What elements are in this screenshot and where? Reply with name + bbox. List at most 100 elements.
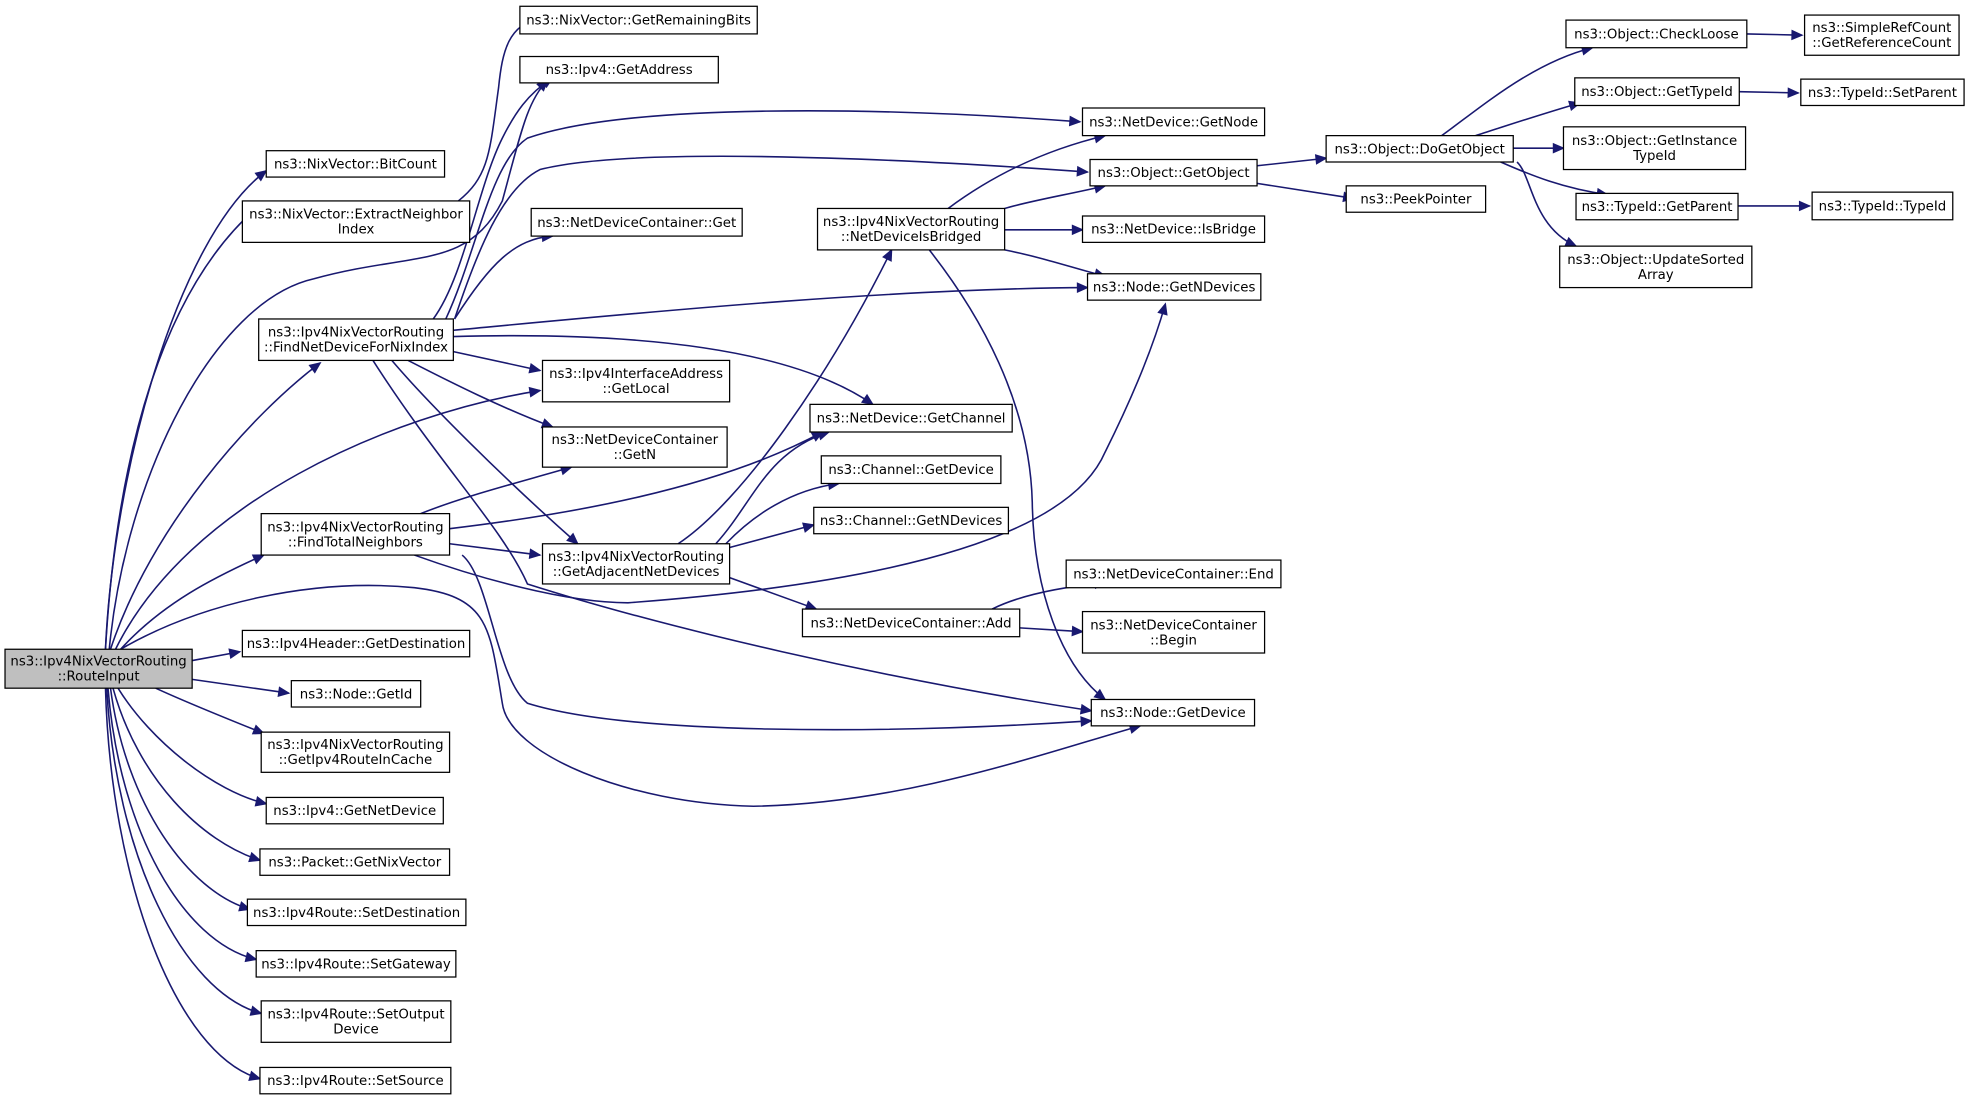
edge-root-to-ifaceGetLocal — [114, 386, 542, 650]
node-getAdjacent[interactable]: ns3::Ipv4NixVectorRouting::GetAdjacentNe… — [541, 543, 731, 585]
edge-findNetDevice-to-nodeGetNDevices — [453, 282, 1090, 332]
edge-typeIdGetParent-to-typeIdTypeId — [1738, 200, 1812, 212]
node-label-line: ns3::Object::GetInstance — [1572, 134, 1737, 149]
node-ndGetNode[interactable]: ns3::NetDevice::GetNode — [1081, 107, 1266, 137]
node-label-line: ns3::Object::CheckLoose — [1574, 27, 1739, 42]
node-label-line: ns3::Ipv4NixVectorRouting — [267, 520, 443, 535]
node-label-line: ns3::Node::GetId — [300, 687, 413, 702]
node-label-line: ns3::NixVector::GetRemainingBits — [526, 14, 751, 29]
node-label-line: Index — [338, 223, 375, 238]
node-routeSetSource[interactable]: ns3::Ipv4Route::SetSource — [259, 1066, 452, 1095]
node-objGetObject[interactable]: ns3::Object::GetObject — [1089, 158, 1258, 187]
node-ndcEnd[interactable]: ns3::NetDeviceContainer::End — [1065, 559, 1282, 589]
node-label-line: TypeId — [1632, 149, 1676, 164]
node-label-line: ns3::NetDeviceContainer::Add — [811, 616, 1012, 631]
node-objDoGetObject[interactable]: ns3::Object::DoGetObject — [1325, 135, 1514, 163]
node-pktGetNixVector[interactable]: ns3::Packet::GetNixVector — [259, 848, 451, 876]
node-findTotalNeighbors[interactable]: ns3::Ipv4NixVectorRouting::FindTotalNeig… — [260, 512, 451, 556]
edge-nixExtractNeighbor-to-nixGetRemainingBits — [457, 14, 542, 202]
node-typeIdSetParent[interactable]: ns3::TypeId::SetParent — [1800, 78, 1965, 107]
node-label-line: ns3::NetDeviceContainer — [552, 433, 719, 448]
edge-ndcAdd-to-ndcBegin — [1019, 625, 1085, 637]
node-label-line: ns3::Node::GetDevice — [1100, 706, 1246, 721]
edge-objDoGetObject-to-objGetInstanceTypeId — [1513, 142, 1566, 154]
edge-root-to-hdrGetDestination — [191, 648, 242, 662]
node-ndcBegin[interactable]: ns3::NetDeviceContainer::Begin — [1081, 610, 1266, 654]
node-peekPointer[interactable]: ns3::PeekPointer — [1345, 185, 1487, 213]
node-label-line: ::GetIpv4RouteInCache — [279, 753, 433, 768]
edge-findNetDevice-to-ipv4GetAddress — [432, 77, 554, 320]
edge-findNetDevice-to-objGetObject — [453, 155, 1090, 320]
edge-findNetDevice-to-nodeGetDevice — [372, 359, 1093, 715]
node-label-line: ns3::Object::DoGetObject — [1334, 142, 1504, 157]
node-ifaceGetLocal[interactable]: ns3::Ipv4InterfaceAddress::GetLocal — [541, 359, 731, 403]
node-label-line: Device — [333, 1023, 378, 1038]
node-ndGetChannel[interactable]: ns3::NetDevice::GetChannel — [809, 403, 1013, 433]
node-label-line: ns3::PeekPointer — [1360, 193, 1472, 208]
node-label-line: ns3::Node::GetNDevices — [1093, 280, 1256, 295]
node-root[interactable]: ns3::Ipv4NixVectorRouting::RouteInput — [4, 648, 193, 689]
node-label-line: ns3::Ipv4Route::SetGateway — [261, 957, 451, 972]
node-label-line: ns3::NetDeviceContainer — [1090, 618, 1257, 633]
node-label-line: ns3::Object::GetObject — [1098, 166, 1250, 181]
edge-root-to-ipv4GetNetDevice — [117, 687, 268, 807]
node-label-line: ns3::Ipv4InterfaceAddress — [549, 367, 723, 382]
edge-findTotalNeighbors-to-nodeGetNDevices — [414, 302, 1168, 604]
node-getIpv4RouteInCache[interactable]: ns3::Ipv4NixVectorRouting::GetIpv4RouteI… — [260, 731, 451, 773]
node-routeSetDestination[interactable]: ns3::Ipv4Route::SetDestination — [246, 898, 467, 927]
node-label-line: ns3::TypeId::SetParent — [1808, 86, 1957, 101]
node-label-line: ns3::Channel::GetNDevices — [820, 514, 1002, 529]
node-nixBitCount[interactable]: ns3::NixVector::BitCount — [265, 150, 446, 178]
node-label-line: ns3::Ipv4Route::SetSource — [267, 1074, 444, 1089]
node-label-line: ::RouteInput — [58, 670, 140, 685]
node-label-line: ns3::NetDevice::GetNode — [1089, 115, 1258, 130]
node-label-line: ns3::Ipv4NixVectorRouting — [823, 215, 999, 230]
node-chGetNDevices[interactable]: ns3::Channel::GetNDevices — [813, 506, 1010, 535]
node-objGetTypeId[interactable]: ns3::Object::GetTypeId — [1574, 77, 1740, 107]
node-objCheckLoose[interactable]: ns3::Object::CheckLoose — [1565, 19, 1748, 49]
node-label-line: ns3::Object::GetTypeId — [1581, 85, 1733, 100]
node-srcGetReferenceCount[interactable]: ns3::SimpleRefCount::GetReferenceCount — [1803, 14, 1960, 56]
node-nodeGetNDevices[interactable]: ns3::Node::GetNDevices — [1086, 273, 1262, 301]
node-routeSetGateway[interactable]: ns3::Ipv4Route::SetGateway — [255, 950, 457, 978]
node-findNetDevice[interactable]: ns3::Ipv4NixVectorRouting::FindNetDevice… — [258, 318, 454, 362]
node-ipv4GetNetDevice[interactable]: ns3::Ipv4::GetNetDevice — [265, 796, 444, 825]
node-label-line: ns3::Ipv4NixVectorRouting — [548, 550, 724, 565]
node-nodeGetId[interactable]: ns3::Node::GetId — [290, 680, 422, 708]
edge-layer — [104, 14, 1812, 1081]
node-ndcGet[interactable]: ns3::NetDeviceContainer::Get — [530, 207, 743, 237]
node-ndcAdd[interactable]: ns3::NetDeviceContainer::Add — [801, 608, 1021, 638]
node-ndIsBridge[interactable]: ns3::NetDevice::IsBridge — [1081, 215, 1266, 243]
edge-findTotalNeighbors-to-getAdjacent — [449, 542, 542, 560]
node-netDeviceIsBridged[interactable]: ns3::Ipv4NixVectorRouting::NetDeviceIsBr… — [816, 207, 1006, 251]
node-hdrGetDestination[interactable]: ns3::Ipv4Header::GetDestination — [241, 629, 471, 658]
node-label-line: ns3::Ipv4Route::SetDestination — [253, 906, 460, 921]
edge-objGetTypeId-to-typeIdSetParent — [1739, 87, 1800, 99]
node-ndcGetN[interactable]: ns3::NetDeviceContainer::GetN — [541, 426, 728, 468]
node-label-line: ns3::SimpleRefCount — [1812, 21, 1951, 36]
edge-root-to-getIpv4RouteInCache — [155, 687, 266, 735]
node-typeIdGetParent[interactable]: ns3::TypeId::GetParent — [1575, 192, 1739, 221]
node-label-line: ns3::TypeId::GetParent — [1582, 200, 1733, 215]
edge-objGetObject-to-objDoGetObject — [1256, 154, 1328, 167]
node-label-line: ns3::NetDevice::IsBridge — [1091, 223, 1256, 238]
edge-findTotalNeighbors-to-ndcGetN — [420, 464, 573, 515]
node-label-line: ns3::Ipv4::GetAddress — [546, 63, 693, 78]
edge-findNetDevice-to-ifaceGetLocal — [453, 350, 542, 374]
edge-findTotalNeighbors-to-nodeGetDevice — [461, 554, 1093, 731]
edge-findNetDevice-to-getAdjacent — [391, 359, 579, 545]
node-label-line: ns3::NetDevice::GetChannel — [817, 412, 1006, 427]
node-label-line: ::NetDeviceIsBridged — [841, 230, 981, 245]
node-nodeGetDevice[interactable]: ns3::Node::GetDevice — [1090, 698, 1256, 727]
node-nixGetRemainingBits[interactable]: ns3::NixVector::GetRemainingBits — [519, 5, 758, 35]
node-typeIdTypeId[interactable]: ns3::TypeId::TypeId — [1811, 191, 1954, 221]
node-label-line: ns3::NetDeviceContainer::Get — [537, 216, 736, 231]
node-ipv4GetAddress[interactable]: ns3::Ipv4::GetAddress — [519, 55, 719, 84]
node-chGetDevice[interactable]: ns3::Channel::GetDevice — [820, 455, 1002, 485]
edge-netDeviceIsBridged-to-objGetObject — [1004, 183, 1107, 210]
